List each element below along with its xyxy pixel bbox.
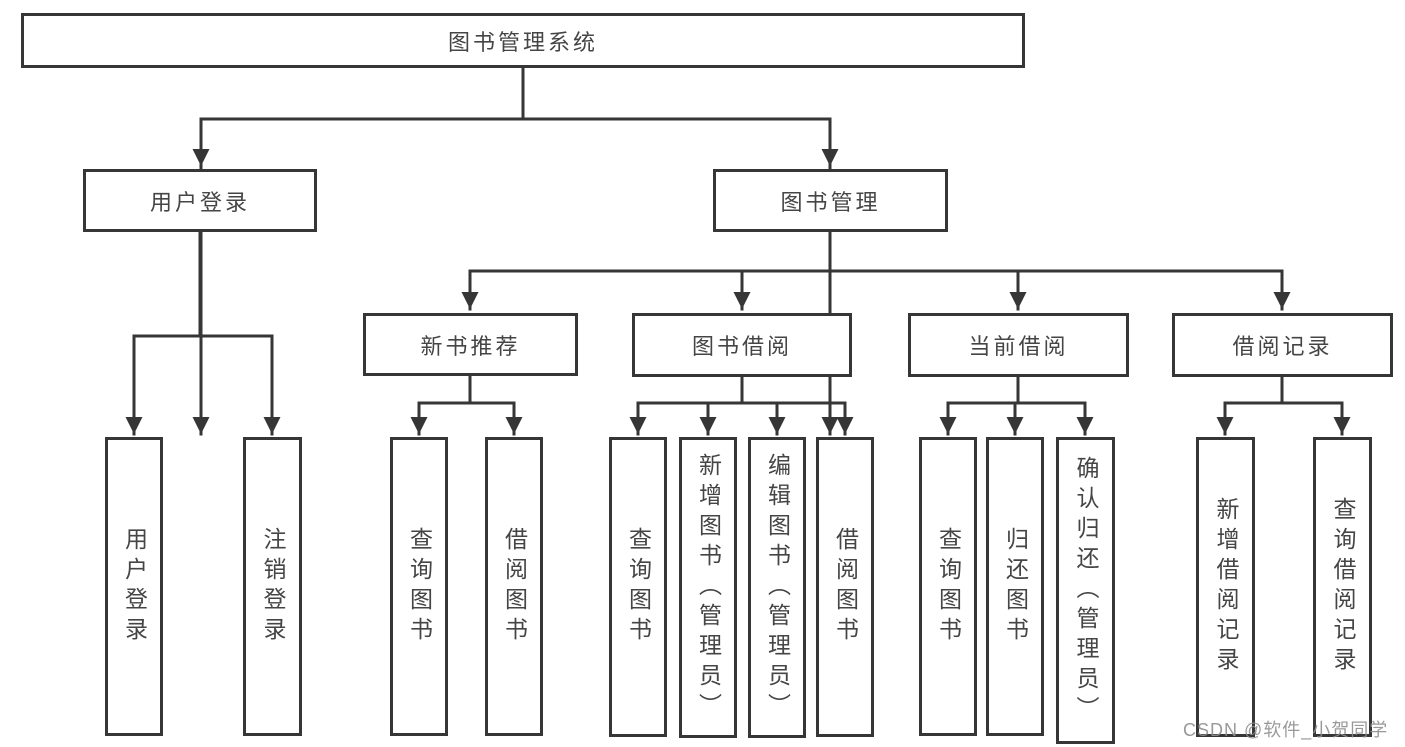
node-book-borrow: 图书借阅 bbox=[632, 313, 852, 377]
leaf-current-query-books-label: 查询图书 bbox=[935, 526, 962, 647]
leaf-add-borrow-record: 新增借阅记录 bbox=[1196, 437, 1255, 737]
leaf-logout-label: 注销登录 bbox=[260, 526, 286, 647]
leaf-edit-books-admin-label: 编辑图书（管理员） bbox=[764, 452, 791, 723]
connector-management-to-level2 bbox=[461, 230, 1291, 311]
connector-borrow-to-leaves bbox=[629, 375, 854, 436]
leaf-add-books-admin-label: 新增图书（管理员） bbox=[695, 452, 722, 723]
connector-root-to-level1 bbox=[192, 66, 839, 436]
leaf-confirm-return-admin: 确认归还（管理员） bbox=[1056, 437, 1115, 744]
node-book-management-label: 图书管理 bbox=[780, 189, 881, 215]
node-new-book-recommend: 新书推荐 bbox=[363, 313, 578, 376]
leaf-borrow-books-label: 借阅图书 bbox=[832, 527, 859, 647]
leaf-borrow-books: 借阅图书 bbox=[816, 437, 874, 737]
connector-login-to-leaves bbox=[125, 229, 281, 436]
leaf-add-borrow-record-label: 新增借阅记录 bbox=[1213, 497, 1239, 677]
node-borrow-records-label: 借阅记录 bbox=[1232, 334, 1333, 359]
leaf-recommend-borrow-books: 借阅图书 bbox=[485, 437, 543, 736]
leaf-borrow-query-books-label: 查询图书 bbox=[625, 527, 652, 647]
leaf-recommend-query-books: 查询图书 bbox=[390, 437, 448, 736]
node-user-login: 用户登录 bbox=[83, 169, 317, 232]
leaf-query-borrow-record: 查询借阅记录 bbox=[1313, 437, 1372, 737]
leaf-return-books-label: 归还图书 bbox=[1002, 526, 1029, 647]
connector-root-arrows-fix bbox=[192, 117, 839, 168]
leaf-recommend-borrow-books-label: 借阅图书 bbox=[501, 526, 528, 647]
node-current-borrow: 当前借阅 bbox=[908, 313, 1129, 377]
node-book-management: 图书管理 bbox=[713, 169, 948, 232]
connector-current-to-leaves bbox=[939, 375, 1094, 436]
node-root-label: 图书管理系统 bbox=[447, 29, 598, 55]
leaf-edit-books-admin: 编辑图书（管理员） bbox=[748, 437, 806, 738]
leaf-return-books: 归还图书 bbox=[986, 437, 1044, 736]
connector-records-to-leaves bbox=[1216, 375, 1351, 436]
leaf-current-query-books: 查询图书 bbox=[919, 437, 977, 736]
leaf-user-login-label: 用户登录 bbox=[121, 526, 148, 647]
leaf-user-login: 用户登录 bbox=[105, 437, 163, 736]
leaf-recommend-query-books-label: 查询图书 bbox=[406, 526, 433, 647]
leaf-add-books-admin: 新增图书（管理员） bbox=[679, 437, 737, 738]
node-new-book-recommend-label: 新书推荐 bbox=[420, 333, 521, 359]
csdn-watermark: CSDN @软件_小贺同学 bbox=[1183, 720, 1389, 740]
node-borrow-records: 借阅记录 bbox=[1172, 313, 1393, 377]
node-current-borrow-label: 当前借阅 bbox=[968, 334, 1069, 359]
leaf-query-borrow-record-label: 查询借阅记录 bbox=[1330, 497, 1356, 677]
leaf-confirm-return-admin-label: 确认归还（管理员） bbox=[1073, 455, 1099, 726]
node-book-borrow-label: 图书借阅 bbox=[691, 334, 792, 359]
connector-recommend-to-leaves bbox=[410, 374, 523, 436]
leaf-borrow-query-books: 查询图书 bbox=[609, 437, 667, 737]
node-user-login-label: 用户登录 bbox=[149, 189, 250, 215]
node-root: 图书管理系统 bbox=[21, 13, 1025, 68]
leaf-logout: 注销登录 bbox=[243, 437, 302, 736]
